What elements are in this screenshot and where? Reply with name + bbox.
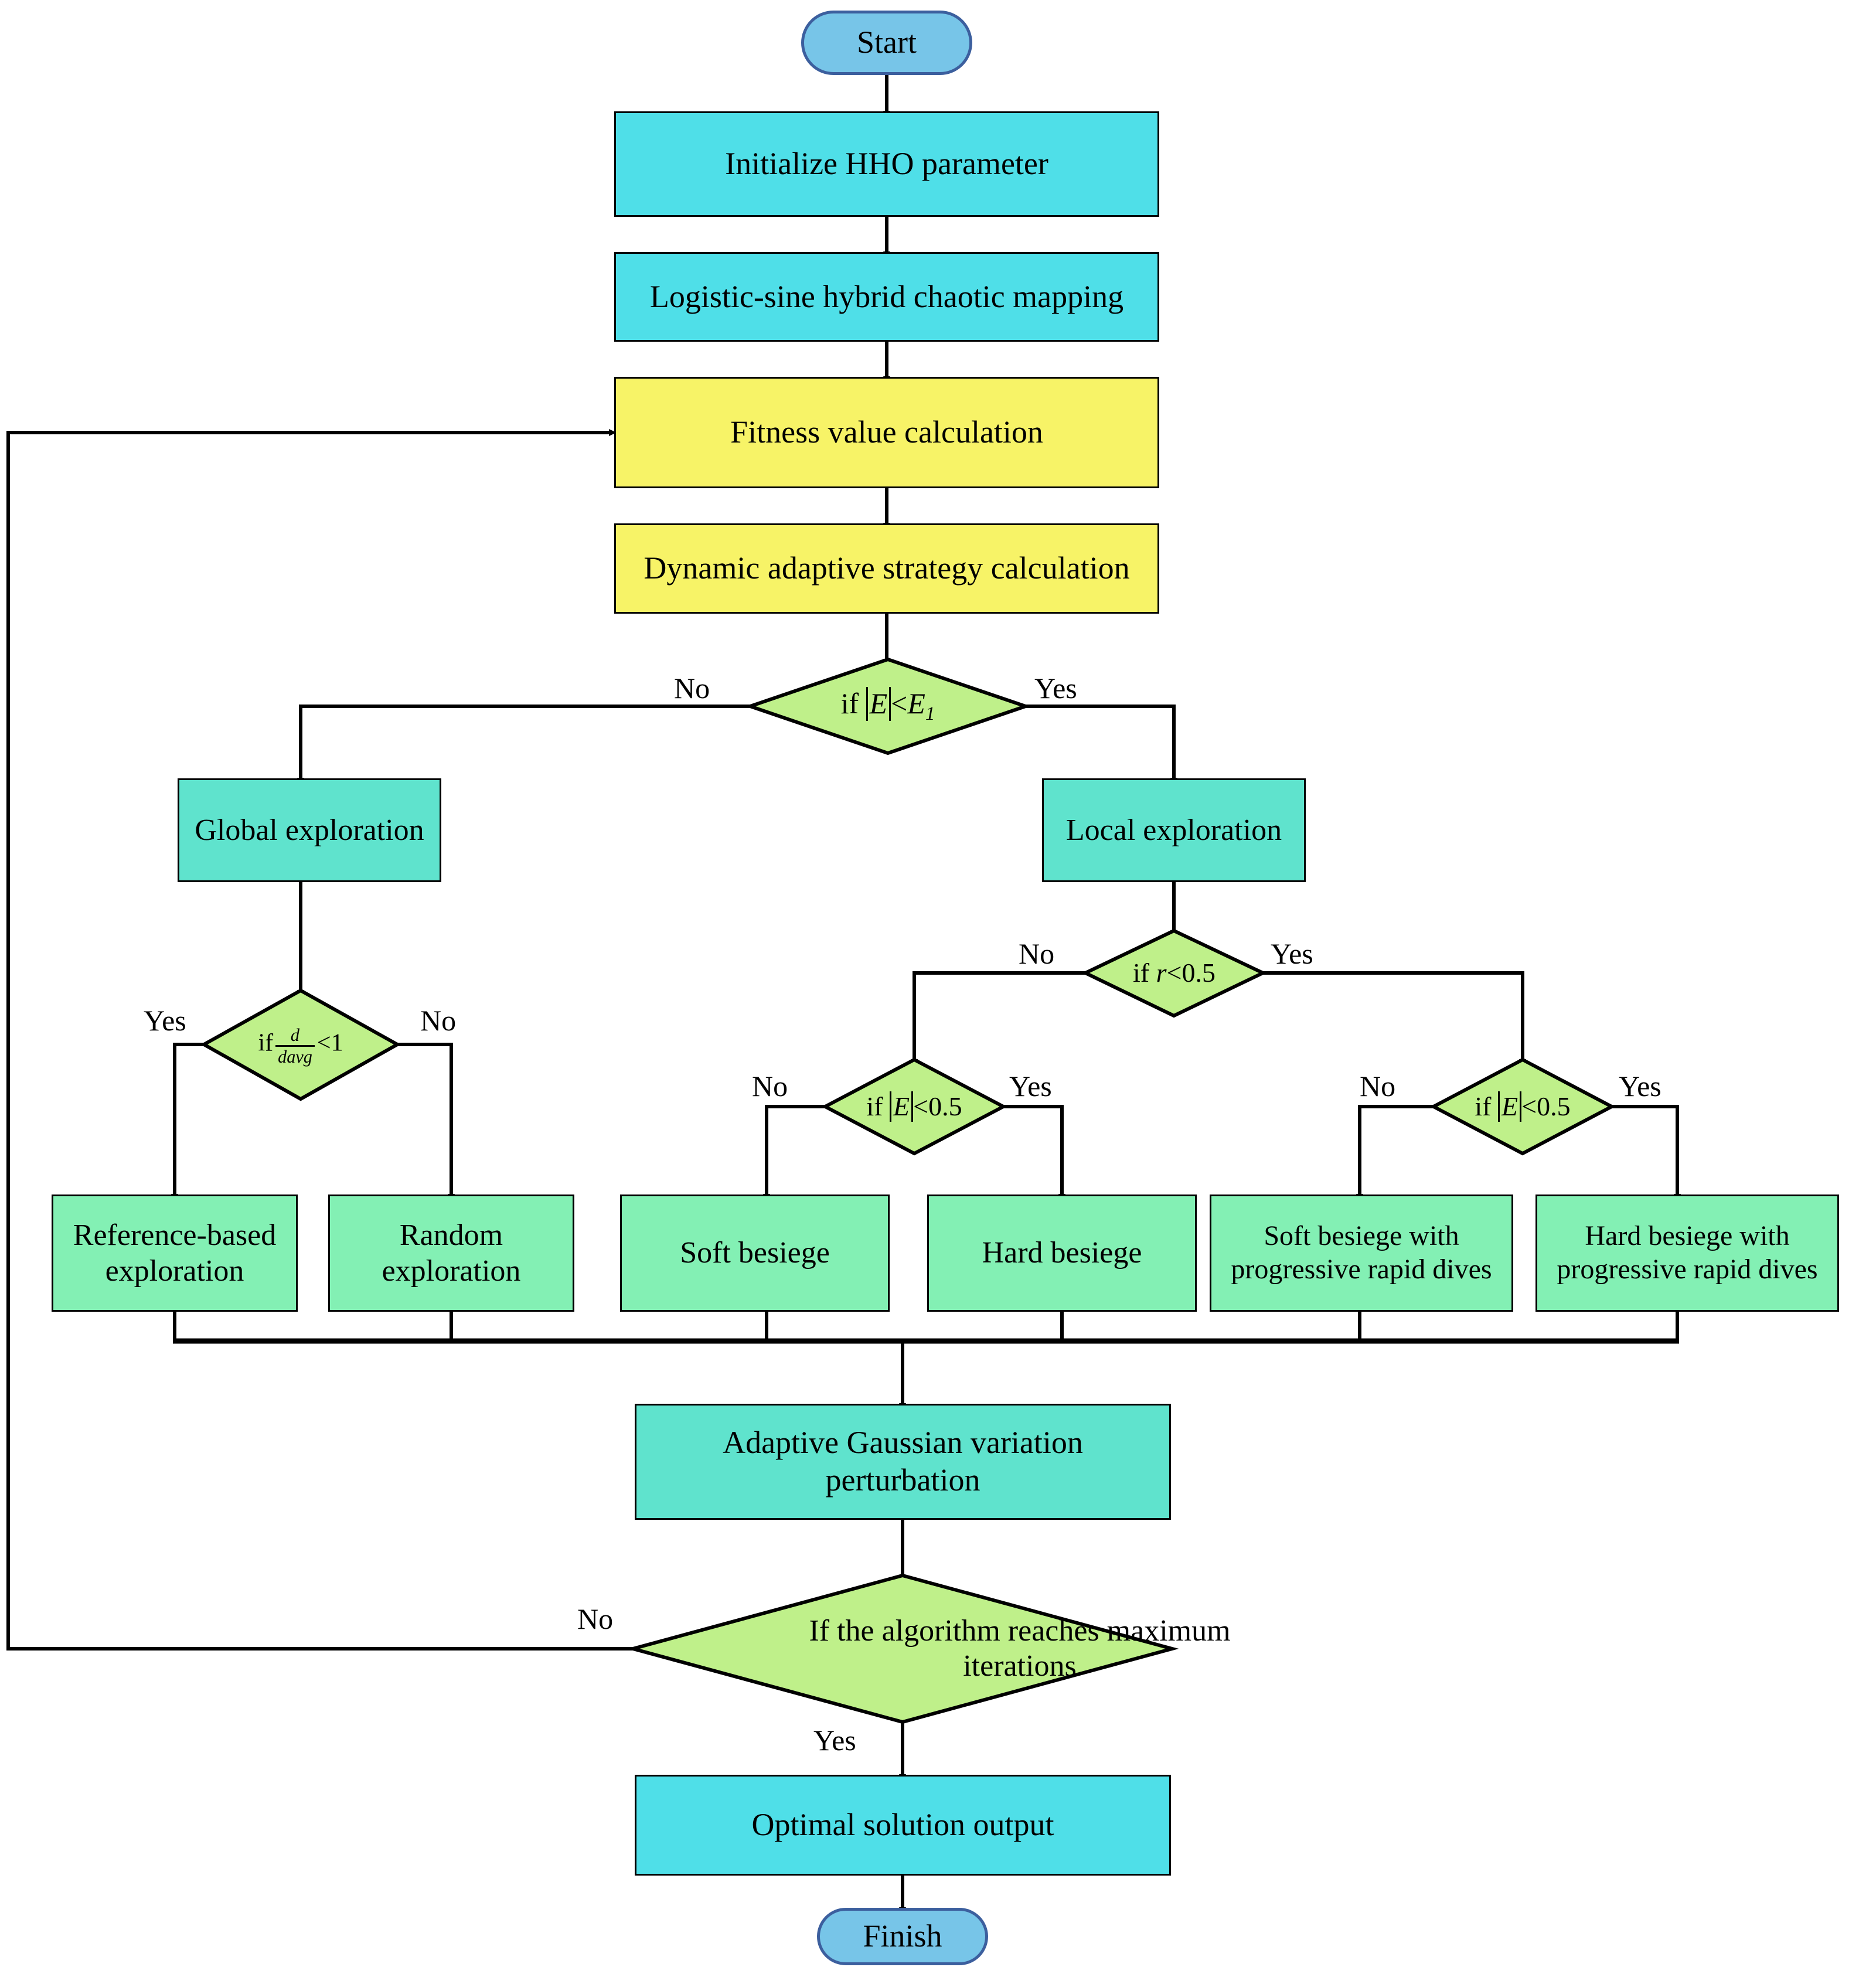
decision-max-iterations[interactable]: If the algorithm reaches maximum iterati… xyxy=(626,1573,1231,1724)
edge-label-random-no: No xyxy=(1019,937,1055,970)
node-soft-besiege-rapid-dives[interactable]: Soft besiege with progressive rapid dive… xyxy=(1210,1195,1513,1312)
node-start-label: Start xyxy=(857,25,917,60)
node-local-exploration-label: Local exploration xyxy=(1065,813,1282,847)
edge-label-maxiter-yes: Yes xyxy=(813,1724,856,1757)
node-hard-besiege-rapid-dives-label: Hard besiege with progressive rapid dive… xyxy=(1557,1220,1818,1285)
edge-label-diversity-yes: Yes xyxy=(144,1004,186,1037)
node-random-exploration-label: Random exploration xyxy=(382,1218,521,1288)
edge-label-random-yes: Yes xyxy=(1271,937,1313,970)
edge-label-energy-right-yes: Yes xyxy=(1619,1070,1661,1102)
node-optimal-solution-output-label: Optimal solution output xyxy=(751,1807,1054,1843)
decision-random-threshold[interactable]: if r<0.5 xyxy=(1081,928,1267,1018)
node-optimal-solution-output[interactable]: Optimal solution output xyxy=(635,1775,1171,1876)
edge-label-energy-right-no: No xyxy=(1360,1070,1396,1102)
node-random-exploration[interactable]: Random exploration xyxy=(328,1195,574,1312)
node-finish[interactable]: Finish xyxy=(817,1908,988,1965)
node-dynamic-strategy-label: Dynamic adaptive strategy calculation xyxy=(644,550,1130,586)
decision-energy-half-right[interactable]: if E<0.5 xyxy=(1429,1057,1616,1156)
node-local-exploration[interactable]: Local exploration xyxy=(1042,778,1306,882)
node-soft-besiege-label: Soft besiege xyxy=(680,1236,830,1270)
node-hard-besiege-label: Hard besiege xyxy=(982,1236,1142,1270)
node-initialize-hho[interactable]: Initialize HHO parameter xyxy=(614,111,1159,217)
edge-label-energy-no: No xyxy=(674,672,710,705)
edge-label-energy-yes: Yes xyxy=(1034,672,1077,705)
node-reference-based-exploration-label: Reference-based exploration xyxy=(73,1218,277,1288)
edge-label-energy-left-yes: Yes xyxy=(1009,1070,1052,1102)
node-gaussian-perturbation[interactable]: Adaptive Gaussian variation perturbation xyxy=(635,1404,1171,1520)
decision-energy-half-left[interactable]: if E<0.5 xyxy=(821,1057,1007,1156)
decision-energy-threshold[interactable]: if E<E1 xyxy=(744,657,1031,756)
node-finish-label: Finish xyxy=(863,1918,942,1954)
node-fitness-calculation[interactable]: Fitness value calculation xyxy=(614,377,1159,488)
edge-label-maxiter-no: No xyxy=(577,1602,614,1635)
node-fitness-calculation-label: Fitness value calculation xyxy=(730,414,1043,450)
node-hard-besiege-rapid-dives[interactable]: Hard besiege with progressive rapid dive… xyxy=(1535,1195,1839,1312)
node-initialize-hho-label: Initialize HHO parameter xyxy=(725,146,1048,182)
node-global-exploration[interactable]: Global exploration xyxy=(178,778,441,882)
node-dynamic-strategy[interactable]: Dynamic adaptive strategy calculation xyxy=(614,523,1159,614)
edge-label-energy-left-no: No xyxy=(752,1070,788,1102)
node-start[interactable]: Start xyxy=(801,11,972,75)
node-global-exploration-label: Global exploration xyxy=(195,813,424,847)
node-gaussian-perturbation-label: Adaptive Gaussian variation perturbation xyxy=(723,1425,1083,1498)
edge-label-diversity-no: No xyxy=(420,1004,457,1037)
node-hard-besiege[interactable]: Hard besiege xyxy=(927,1195,1197,1312)
node-chaotic-mapping[interactable]: Logistic-sine hybrid chaotic mapping xyxy=(614,252,1159,342)
node-soft-besiege[interactable]: Soft besiege xyxy=(620,1195,890,1312)
node-soft-besiege-rapid-dives-label: Soft besiege with progressive rapid dive… xyxy=(1231,1220,1492,1285)
node-chaotic-mapping-label: Logistic-sine hybrid chaotic mapping xyxy=(649,278,1124,314)
node-reference-based-exploration[interactable]: Reference-based exploration xyxy=(52,1195,298,1312)
